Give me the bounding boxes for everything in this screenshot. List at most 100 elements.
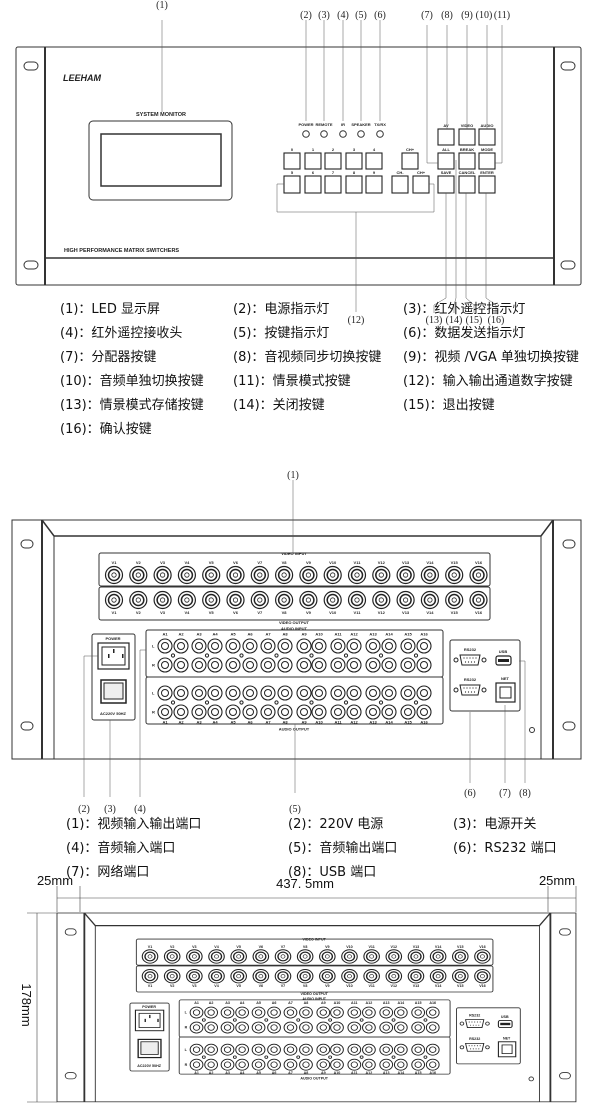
audio-input-a10-l[interactable]	[330, 1006, 344, 1019]
audio-output-a6-r[interactable]	[242, 704, 258, 720]
video-input-v15[interactable]: V15	[445, 560, 464, 585]
video-output-v10[interactable]: V10	[323, 590, 342, 616]
audio-input-a1-l[interactable]	[157, 638, 173, 654]
video-input-v11[interactable]: V11	[347, 560, 367, 585]
video-input-v14[interactable]: V14	[429, 945, 447, 964]
audio-input-a15-r[interactable]	[411, 1021, 426, 1034]
audio-input-a12-r[interactable]	[346, 657, 362, 673]
audio-output-a5-l[interactable]	[251, 1043, 266, 1056]
video-input-v10[interactable]: V10	[323, 560, 342, 585]
audio-input-a11-r[interactable]	[347, 1021, 362, 1034]
number-button-7[interactable]: 7	[324, 170, 342, 194]
video-output-v13[interactable]: V13	[407, 969, 425, 988]
audio-input-a13-r[interactable]	[379, 1021, 394, 1034]
audio-output-a5-r[interactable]	[251, 1058, 266, 1071]
audio-output-a2-r[interactable]	[173, 704, 189, 720]
video-input-v8[interactable]: V8	[296, 945, 314, 964]
audio-output-a1-r[interactable]	[189, 1058, 204, 1071]
video-input-v12[interactable]: V12	[372, 560, 391, 585]
video-output-v1[interactable]: V1	[104, 590, 124, 616]
audio-input-a14-r[interactable]	[381, 657, 397, 673]
rs232-port-1[interactable]: RS232	[459, 1014, 490, 1028]
audio-input-a5-l[interactable]	[225, 638, 241, 654]
video-output-v13[interactable]: V13	[396, 590, 415, 616]
video-input-v6[interactable]: V6	[252, 945, 270, 964]
audio-output-a8-r[interactable]	[299, 1058, 313, 1071]
enter-button[interactable]: ENTER	[478, 170, 496, 194]
audio-input-a8-r[interactable]	[277, 657, 293, 673]
network-port[interactable]: NET	[497, 1037, 517, 1058]
audio-output-a7-l[interactable]	[260, 685, 276, 701]
audio-input-a11-r[interactable]	[330, 657, 346, 673]
number-button-9[interactable]: 9	[365, 170, 383, 194]
video-output-v7[interactable]: V7	[250, 590, 269, 616]
usb-port[interactable]: USB	[497, 1015, 513, 1029]
audio-output-a15-r[interactable]	[400, 704, 416, 720]
video-output-v15[interactable]: V15	[451, 969, 469, 988]
video-output-v2[interactable]: V2	[163, 969, 181, 988]
video-output-v14[interactable]: V14	[429, 969, 447, 988]
audio-output-a3-l[interactable]	[191, 685, 207, 701]
audio-output-a4-l[interactable]	[235, 1043, 250, 1056]
rs232-port-2[interactable]: RS232	[459, 1037, 490, 1052]
audio-input-a14-r[interactable]	[393, 1021, 408, 1034]
audio-output-a9-l[interactable]	[316, 1043, 331, 1056]
audio-output-a15-l[interactable]	[411, 1043, 426, 1056]
video-output-v3[interactable]: V3	[153, 590, 172, 616]
video-output-v6[interactable]: V6	[252, 969, 270, 988]
video-output-v9[interactable]: V9	[299, 590, 318, 616]
audio-output-a12-l[interactable]	[362, 1043, 376, 1056]
video-input-v10[interactable]: V10	[341, 945, 358, 964]
video-input-v11[interactable]: V11	[363, 945, 380, 964]
audio-output-a16-l[interactable]	[425, 1043, 440, 1056]
audio-input-a6-r[interactable]	[267, 1021, 281, 1034]
video-output-v1[interactable]: V1	[141, 969, 159, 988]
av-button[interactable]: AV	[437, 123, 455, 146]
ac-power-inlet[interactable]	[134, 1009, 165, 1032]
audio-input-a16-l[interactable]	[425, 1006, 440, 1019]
audio-input-a3-r[interactable]	[220, 1021, 235, 1034]
video-input-v2[interactable]: V2	[163, 945, 181, 964]
video-output-v16[interactable]: V16	[474, 969, 491, 988]
video-output-v8[interactable]: V8	[296, 969, 314, 988]
audio-output-a15-l[interactable]	[400, 685, 416, 701]
audio-output-a3-r[interactable]	[191, 704, 207, 720]
rs232-port-1[interactable]: RS232	[453, 647, 487, 666]
number-button-0[interactable]: 0	[283, 147, 301, 170]
audio-output-a8-l[interactable]	[277, 685, 293, 701]
video-output-v12[interactable]: V12	[372, 590, 391, 616]
audio-output-a14-r[interactable]	[393, 1058, 408, 1071]
video-input-v14[interactable]: V14	[420, 560, 439, 585]
number-button-2[interactable]: 2	[324, 147, 342, 170]
audio-input-a3-l[interactable]	[191, 638, 207, 654]
audio-output-a5-l[interactable]	[225, 685, 241, 701]
audio-output-a10-r[interactable]	[330, 1058, 344, 1071]
audio-input-a3-r[interactable]	[191, 657, 207, 673]
audio-output-a11-l[interactable]	[347, 1043, 362, 1056]
audio-input-a9-r[interactable]	[316, 1021, 331, 1034]
channel-up-button[interactable]: CH+	[401, 147, 419, 170]
audio-input-a2-r[interactable]	[173, 657, 189, 673]
audio-output-a2-l[interactable]	[204, 1043, 219, 1056]
audio-input-a4-r[interactable]	[207, 657, 223, 673]
audio-output-a9-r[interactable]	[316, 1058, 331, 1071]
audio-output-a2-r[interactable]	[204, 1058, 219, 1071]
video-output-v8[interactable]: V8	[275, 590, 294, 616]
video-input-v2[interactable]: V2	[129, 560, 148, 585]
audio-output-a3-r[interactable]	[220, 1058, 235, 1071]
audio-output-a1-l[interactable]	[189, 1043, 204, 1056]
audio-input-a11-l[interactable]	[330, 638, 346, 654]
video-output-v2[interactable]: V2	[129, 590, 148, 616]
audio-input-a10-r[interactable]	[311, 657, 327, 673]
audio-input-a4-l[interactable]	[235, 1006, 250, 1019]
video-input-v4[interactable]: V4	[208, 945, 225, 964]
video-input-v13[interactable]: V13	[396, 560, 415, 585]
audio-output-a5-r[interactable]	[225, 704, 241, 720]
video-output-v10[interactable]: V10	[341, 969, 358, 988]
video-output-v12[interactable]: V12	[385, 969, 403, 988]
audio-output-a14-r[interactable]	[381, 704, 397, 720]
audio-output-a10-l[interactable]	[311, 685, 327, 701]
audio-output-a4-l[interactable]	[207, 685, 223, 701]
audio-output-a6-l[interactable]	[267, 1043, 281, 1056]
audio-input-a2-r[interactable]	[204, 1021, 219, 1034]
